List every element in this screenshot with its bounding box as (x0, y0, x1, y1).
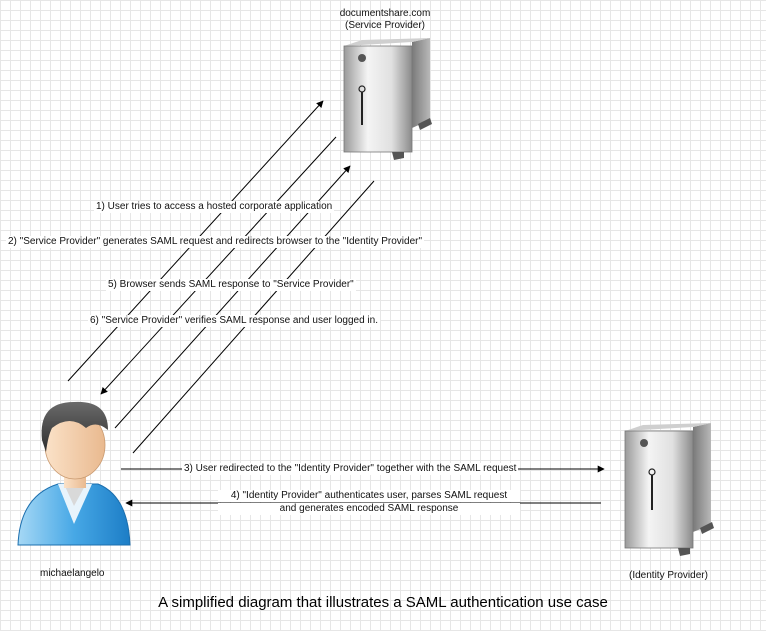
step-5-label: 5) Browser sends SAML response to "Servi… (106, 279, 356, 291)
identity-provider-role-label: (Identity Provider) (629, 570, 708, 581)
identity-provider-server-icon (624, 423, 714, 556)
service-provider-role-label: (Service Provider) (344, 20, 426, 31)
user-avatar-icon (17, 401, 131, 546)
user-name-label: michaelangelo (40, 568, 105, 579)
step-2-label: 2) "Service Provider" generates SAML req… (6, 236, 425, 248)
step-1-label: 1) User tries to access a hosted corpora… (94, 201, 335, 213)
step-4-label-line-2: and generates encoded SAML response (218, 503, 520, 515)
service-provider-server-icon (343, 38, 432, 160)
step-3-label: 3) User redirected to the "Identity Prov… (182, 463, 519, 475)
arrow-step-2 (100, 136, 337, 395)
service-provider-domain-label: documentshare.com (339, 8, 431, 19)
step-6-label: 6) "Service Provider" verifies SAML resp… (88, 315, 380, 327)
diagram-caption: A simplified diagram that illustrates a … (158, 594, 608, 611)
step-4-label-line-1: 4) "Identity Provider" authenticates use… (218, 490, 520, 502)
